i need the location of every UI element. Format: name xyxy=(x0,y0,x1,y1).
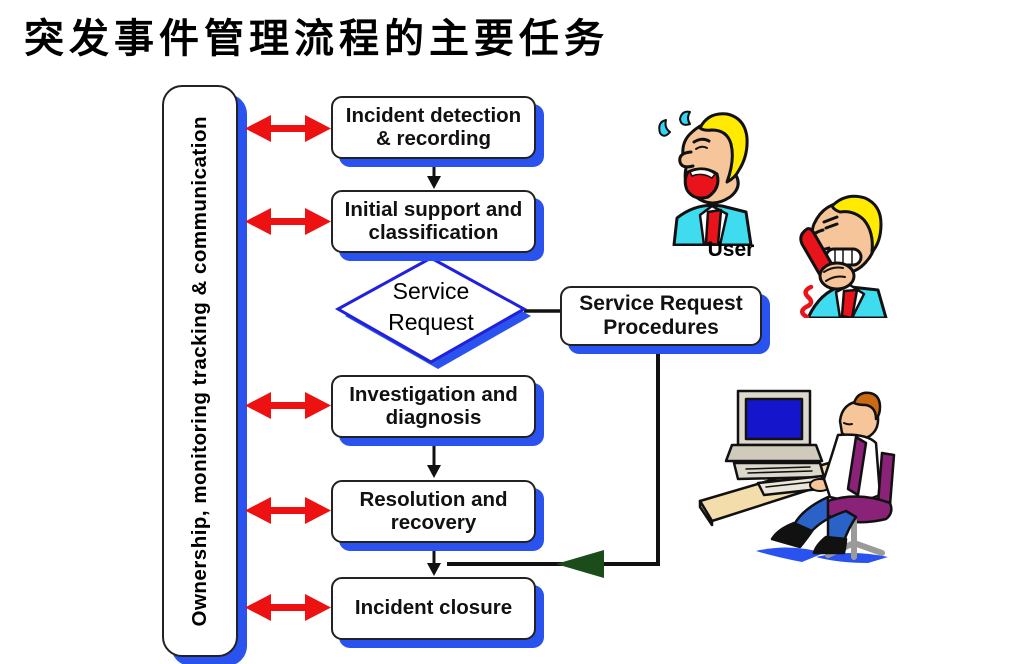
box-incident-closure: Incident closure xyxy=(331,577,536,640)
user-caption: User xyxy=(707,238,755,261)
box-service-request-procedures: Service Request Procedures xyxy=(560,286,762,346)
box-investigation: Investigation and diagnosis xyxy=(331,375,536,438)
decision-label-line1: Service xyxy=(392,278,470,304)
red-double-arrow-initial xyxy=(245,208,331,235)
box-incident-detection-label: Incident detection & recording xyxy=(345,103,522,150)
box-resolution: Resolution and recovery xyxy=(331,480,536,543)
decision-diamond xyxy=(334,256,531,369)
decision-label: Service Request xyxy=(346,276,516,338)
red-double-arrow-resolution xyxy=(245,497,331,524)
decision-label-line2: Request xyxy=(388,309,474,335)
box-incident-detection: Incident detection & recording xyxy=(331,96,536,159)
box-service-request-procedures-label: Service Request Procedures xyxy=(579,292,743,339)
ownership-bar: Ownership, monitoring tracking & communi… xyxy=(162,85,238,657)
green-arrowhead xyxy=(556,550,604,578)
arrow-invest-to-resolution xyxy=(427,440,441,478)
red-double-arrow-detect xyxy=(245,115,331,142)
box-initial-support: Initial support and classification xyxy=(331,190,536,253)
phone-user-illustration xyxy=(799,194,888,318)
box-resolution-label: Resolution and recovery xyxy=(359,487,508,534)
arrow-detect-to-initial xyxy=(427,160,441,189)
red-double-arrow-closure xyxy=(245,594,331,621)
arrow-resolution-to-closure xyxy=(427,545,441,576)
box-incident-closure-label: Incident closure xyxy=(354,596,513,620)
operator-at-computer-illustration xyxy=(698,389,896,563)
shouting-user-illustration xyxy=(658,110,753,246)
ownership-bar-label: Ownership, monitoring tracking & communi… xyxy=(188,115,211,627)
box-initial-support-label: Initial support and classification xyxy=(344,197,523,244)
red-double-arrow-investigation xyxy=(245,392,331,419)
box-investigation-label: Investigation and diagnosis xyxy=(349,382,518,429)
page-title: 突发事件管理流程的主要任务 xyxy=(24,15,609,62)
